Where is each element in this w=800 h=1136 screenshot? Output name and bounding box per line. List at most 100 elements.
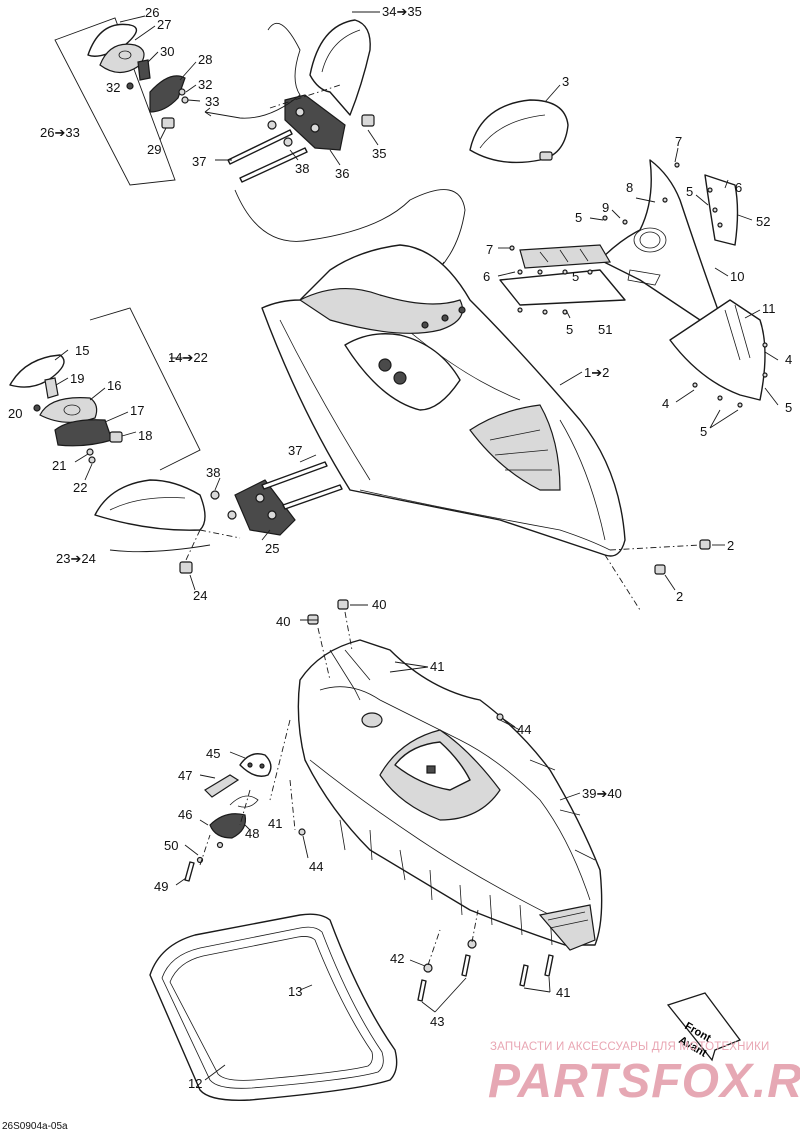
callout-41-top: 41 — [430, 659, 444, 674]
callout-5-b: 5 — [686, 184, 693, 199]
callout-51: 51 — [598, 322, 612, 337]
mirror-base-16 — [39, 397, 98, 423]
callout-26: 26 — [145, 5, 159, 20]
clips-2 — [654, 539, 725, 591]
callout-44-right: 44 — [517, 722, 531, 737]
callout-32-top: 32 — [198, 77, 212, 92]
callout-30: 30 — [160, 44, 174, 59]
callout-48: 48 — [245, 826, 259, 841]
mirror-shell-assembly-23-25 — [94, 454, 343, 591]
drawing-reference-code: 26S0904a-05a — [2, 1121, 68, 1132]
mirror-bracket-28 — [149, 75, 186, 113]
callout-19: 19 — [70, 371, 84, 386]
panel-stripe — [519, 244, 612, 269]
callout-4-left: 4 — [662, 396, 669, 411]
callout-42: 42 — [390, 951, 404, 966]
callout-16: 16 — [107, 378, 121, 393]
mirror-mount-36 — [284, 94, 346, 151]
callout-9: 9 — [602, 200, 609, 215]
callout-5-e: 5 — [785, 400, 792, 415]
latch-45 — [239, 753, 272, 777]
mirror-assembly-26-33 — [54, 15, 201, 186]
callout-36: 36 — [335, 166, 349, 181]
callout-24: 24 — [193, 588, 207, 603]
callout-33: 33 — [205, 94, 219, 109]
mirror-glass-26 — [87, 23, 138, 57]
callout-labels: 26 27 30 28 32 32 33 29 26➔33 34➔35 35 3… — [8, 4, 792, 1091]
callout-28: 28 — [198, 52, 212, 67]
callout-49: 49 — [154, 879, 168, 894]
plate-46 — [209, 813, 247, 839]
watermark-tagline: ЗАПЧАСТИ И АКСЕССУАРЫ ДЛЯ МОТОТЕХНИКИ — [490, 1041, 770, 1053]
callout-7-mid: 7 — [486, 242, 493, 257]
callout-39-40: 39➔40 — [582, 786, 622, 801]
mirror-nut-29 — [161, 117, 175, 129]
callout-41-left: 41 — [268, 816, 282, 831]
washer-38a — [267, 120, 277, 130]
mirror-shell-23 — [94, 479, 206, 531]
washer-38b — [210, 490, 220, 500]
callout-5-c: 5 — [572, 269, 579, 284]
callout-29: 29 — [147, 142, 161, 157]
callout-37-top: 37 — [192, 154, 206, 169]
bolt-37a — [227, 129, 293, 165]
callout-40-left: 40 — [276, 614, 290, 629]
callout-14-22: 14➔22 — [168, 350, 208, 365]
callout-35: 35 — [372, 146, 386, 161]
callout-11: 11 — [762, 301, 776, 316]
callout-6-right: 6 — [735, 180, 742, 195]
callout-22: 22 — [73, 480, 87, 495]
callout-25: 25 — [265, 541, 279, 556]
mirror-assembly-14-22 — [9, 307, 201, 481]
callout-38-left: 38 — [206, 465, 220, 480]
callout-52: 52 — [756, 214, 770, 229]
callout-5-a: 5 — [575, 210, 582, 225]
side-panels — [497, 147, 779, 429]
callout-37-left: 37 — [288, 443, 302, 458]
callout-6-mid: 6 — [483, 269, 490, 284]
callout-1-2: 1➔2 — [584, 365, 609, 380]
front-hood-1-2 — [234, 189, 701, 611]
mirror-shell-34 — [309, 19, 371, 116]
callout-34-35: 34➔35 — [382, 4, 422, 19]
bottom-fasteners-41-43 — [409, 909, 554, 1013]
callout-2-right: 2 — [727, 538, 734, 553]
panel-51 — [499, 269, 626, 306]
callout-43: 43 — [430, 1014, 444, 1029]
callout-5-d: 5 — [566, 322, 573, 337]
trim-52 — [704, 174, 739, 246]
callout-41-bottom: 41 — [556, 985, 570, 1000]
callout-18: 18 — [138, 428, 152, 443]
latch-47 — [204, 774, 240, 798]
callout-15: 15 — [75, 343, 89, 358]
callout-4-right: 4 — [785, 352, 792, 367]
mirror-nut-18 — [109, 431, 123, 443]
lower-structure-39-40 — [269, 599, 603, 951]
screw-49 — [184, 861, 195, 882]
mirror-shell-assembly-34-38 — [204, 11, 380, 183]
callout-5-f: 5 — [700, 424, 707, 439]
callout-32-left: 32 — [106, 80, 120, 95]
bolt-37b — [261, 461, 328, 490]
panel-10 — [599, 159, 719, 321]
callout-45: 45 — [206, 746, 220, 761]
mirror-glass-15 — [9, 354, 65, 388]
panel-11 — [669, 299, 766, 401]
callout-26-33: 26➔33 — [40, 125, 80, 140]
callout-44-left: 44 — [309, 859, 323, 874]
latch-parts-45-50 — [175, 751, 272, 886]
storage-cover-3 — [469, 84, 569, 164]
callout-3: 3 — [562, 74, 569, 89]
mirror-stem-19 — [44, 377, 59, 399]
mirror-bracket-17 — [54, 419, 113, 447]
mirror-mount-25 — [234, 479, 296, 536]
callout-8: 8 — [626, 180, 633, 195]
callout-50: 50 — [164, 838, 178, 853]
callout-23-24: 23➔24 — [56, 551, 96, 566]
callout-20: 20 — [8, 406, 22, 421]
callout-2-lower: 2 — [676, 589, 683, 604]
callout-27: 27 — [157, 17, 171, 32]
callout-21: 21 — [52, 458, 66, 473]
callout-38-top: 38 — [295, 161, 309, 176]
